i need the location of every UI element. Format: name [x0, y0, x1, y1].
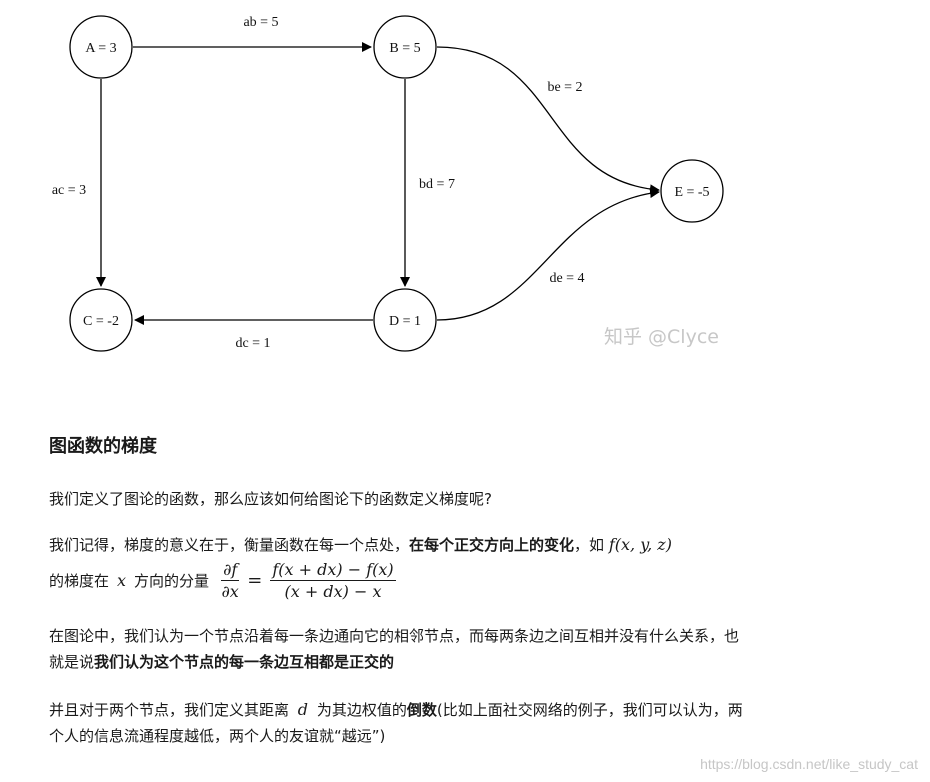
edge-label-ab: ab = 5: [243, 15, 278, 30]
paragraph-4: 并且对于两个节点，我们定义其距离 d 为其边权值的倒数(比如上面社交网络的例子，…: [49, 697, 749, 749]
edge-label-de: de = 4: [549, 271, 584, 286]
edge-label-bd: bd = 7: [419, 177, 455, 192]
p2-bold: 在每个正交方向上的变化: [409, 536, 575, 554]
partial-fraction: ∂f ∂x: [221, 560, 240, 601]
function-fxyz: f(x, y, z): [608, 535, 672, 554]
paragraph-2: 我们记得，梯度的意义在于，衡量函数在每一个点处，在每个正交方向上的变化，如 f(…: [49, 532, 749, 601]
edge-ab: ab = 5: [133, 15, 372, 52]
edge-label-dc: dc = 1: [235, 336, 270, 351]
node-b: B = 5: [373, 15, 437, 79]
var-x: x: [117, 571, 127, 590]
p2-text-a: 我们记得，梯度的意义在于，衡量函数在每一个点处，: [49, 536, 410, 554]
difference-fraction: f(x + dx) − f(x) (x + dx) − x: [270, 560, 396, 601]
edge-ac: ac = 3: [52, 79, 106, 287]
csdn-watermark: https://blog.csdn.net/like_study_cat: [700, 756, 918, 772]
p4-text-b: 为其边权值的: [316, 701, 407, 719]
gradient-formula: 的梯度在 x 方向的分量 ∂f ∂x = f(x + dx) − f(x) (x…: [49, 560, 749, 601]
edge-label-be: be = 2: [547, 80, 582, 95]
edge-be: be = 2: [436, 46, 660, 195]
node-d: D = 1: [373, 288, 437, 352]
p3-text: 在图论中，我们认为一个节点沿着每一条边通向它的相邻节点，而每两条边之间互相并没有…: [49, 627, 740, 671]
node-label-b: B = 5: [389, 41, 420, 56]
section-heading: 图函数的梯度: [49, 436, 157, 457]
article-body: 图函数的梯度 我们定义了图论的函数，那么应该如何给图论下的函数定义梯度呢? 我们…: [49, 432, 749, 749]
node-label-e: E = -5: [674, 185, 709, 200]
zhihu-watermark: 知乎 @Clyce: [604, 326, 719, 348]
edge-label-ac: ac = 3: [52, 183, 86, 198]
p2-text-d: 的梯度在: [49, 572, 110, 590]
edge-bd: bd = 7: [400, 79, 455, 287]
p4-text-a: 并且对于两个节点，我们定义其距离: [49, 701, 290, 719]
node-label-d: D = 1: [389, 314, 421, 329]
p2-text-c: ，如: [574, 536, 605, 554]
node-label-c: C = -2: [83, 314, 119, 329]
edge-de: de = 4: [436, 188, 660, 321]
p4-bold: 倒数: [406, 701, 437, 719]
paragraph-1: 我们定义了图论的函数，那么应该如何给图论下的函数定义梯度呢?: [49, 490, 492, 508]
equals-sign: =: [247, 570, 263, 591]
graph-diagram: ab = 5 ac = 3 bd = 7 be = 2 de = 4 dc = …: [52, 15, 724, 352]
p2-text-e: 方向的分量: [134, 572, 210, 590]
node-label-a: A = 3: [85, 41, 116, 56]
var-d: d: [297, 700, 309, 719]
node-a: A = 3: [69, 15, 133, 79]
node-c: C = -2: [69, 288, 133, 352]
paragraph-3: 在图论中，我们认为一个节点沿着每一条边通向它的相邻节点，而每两条边之间互相并没有…: [49, 623, 749, 675]
node-e: E = -5: [660, 159, 724, 223]
p4-text-d: (比如上面社交网络的例子，我们可以认为，两个人的信息流通程度越低，两个人的友谊就…: [49, 701, 743, 745]
p3-bold: 我们认为这个节点的每一条边互相都是正交的: [94, 653, 395, 671]
edge-dc: dc = 1: [134, 315, 373, 351]
